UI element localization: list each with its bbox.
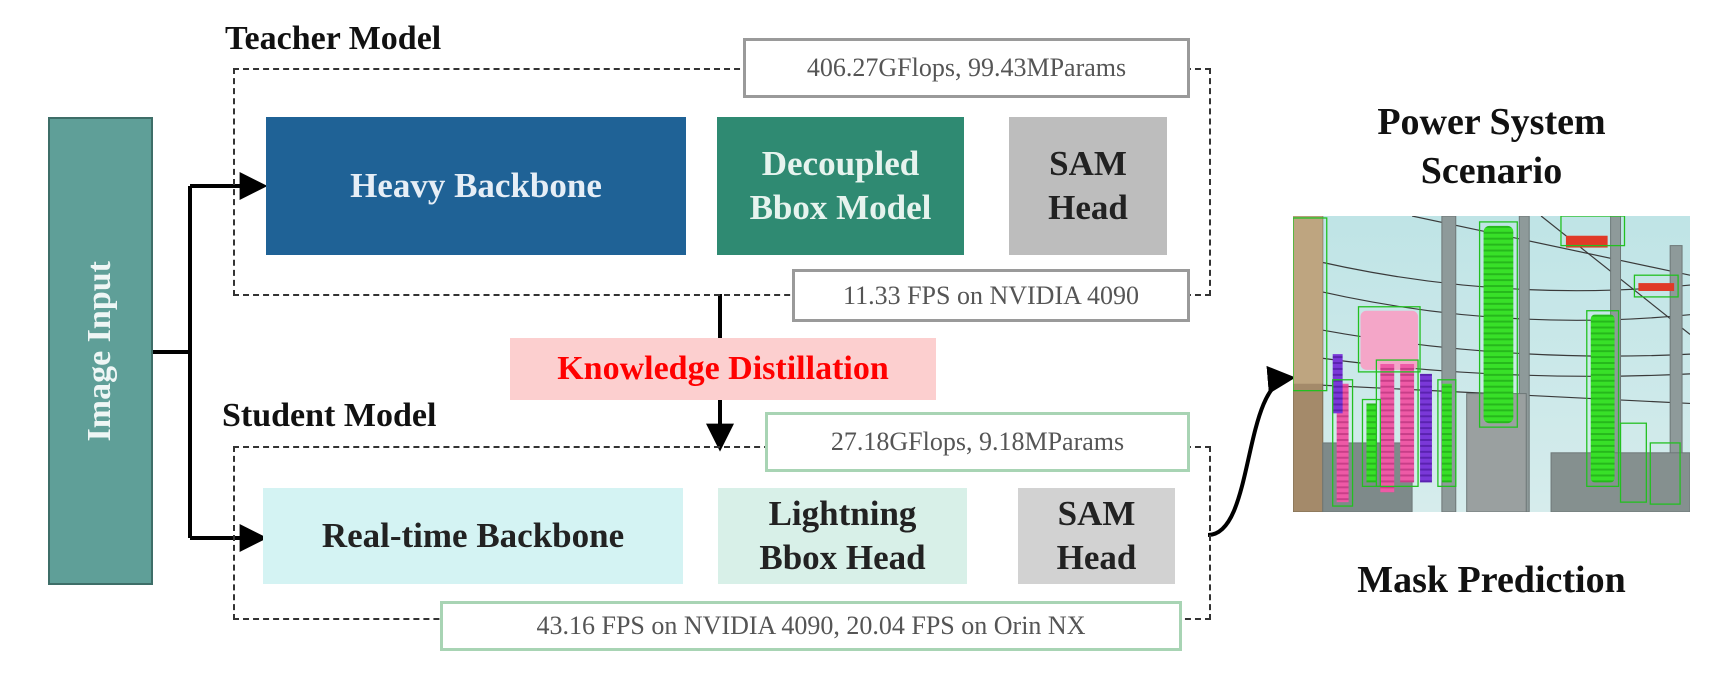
- output-title: Power System Scenario: [1293, 98, 1690, 197]
- teacher-sam-head-block: SAM Head: [1009, 117, 1167, 255]
- lightning-bbox-label-line2: Bbox Head: [759, 538, 926, 577]
- knowledge-distillation-label: Knowledge Distillation: [557, 349, 889, 387]
- teacher-flops-label: 406.27GFlops, 99.43MParams: [743, 38, 1190, 98]
- heavy-backbone-label: Heavy Backbone: [350, 166, 602, 206]
- teacher-sam-label-line1: SAM: [1049, 144, 1127, 184]
- decoupled-bbox-label-line1: Decoupled: [761, 144, 920, 184]
- student-model-title: Student Model: [222, 397, 437, 434]
- decoupled-bbox-block: Decoupled Bbox Model: [717, 117, 964, 255]
- realtime-backbone-label: Real-time Backbone: [321, 516, 625, 556]
- input-branch-arrows: [153, 172, 268, 552]
- mask-prediction-caption: Mask Prediction: [1357, 559, 1626, 601]
- knowledge-distillation-block: Knowledge Distillation: [510, 338, 936, 400]
- scene-bounding-boxes: [1293, 216, 1681, 507]
- student-sam-label-line1: SAM: [1057, 494, 1136, 534]
- output-title-line2: Scenario: [1420, 150, 1563, 193]
- lightning-bbox-label-line1: Lightning: [768, 494, 917, 534]
- heavy-backbone-block: Heavy Backbone: [266, 117, 686, 255]
- student-flops-label: 27.18GFlops, 9.18MParams: [765, 412, 1190, 472]
- power-system-scene-image: [1293, 216, 1690, 512]
- teacher-dashed-border: [233, 68, 1211, 296]
- student-sam-label-line2: Head: [1056, 538, 1137, 577]
- decoupled-bbox-label-line2: Bbox Model: [749, 188, 932, 227]
- teacher-fps-label: 11.33 FPS on NVIDIA 4090: [792, 269, 1190, 322]
- image-input-block: Image Input: [48, 117, 153, 585]
- image-input-label: Image Input: [81, 260, 119, 442]
- output-title-line1: Power System: [1377, 101, 1606, 143]
- teacher-sam-label-line2: Head: [1048, 188, 1128, 227]
- realtime-backbone-block: Real-time Backbone: [263, 488, 683, 584]
- lightning-bbox-block: Lightning Bbox Head: [718, 488, 967, 584]
- student-sam-head-block: SAM Head: [1018, 488, 1175, 584]
- teacher-model-title: Teacher Model: [225, 20, 442, 57]
- output-curve-arrow: [1207, 365, 1296, 537]
- student-fps-label: 43.16 FPS on NVIDIA 4090, 20.04 FPS on O…: [440, 601, 1182, 651]
- scene-masks: [1293, 216, 1675, 503]
